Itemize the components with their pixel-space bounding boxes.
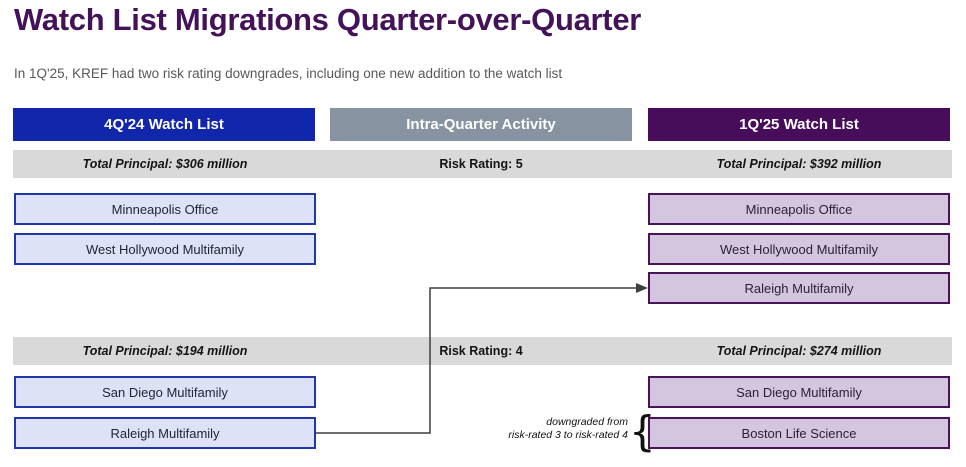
band-risk-rating-4: Total Principal: $194 million Risk Ratin… <box>13 337 952 365</box>
band-risk-rating-5: Total Principal: $306 million Risk Ratin… <box>13 150 952 178</box>
box-label: Minneapolis Office <box>111 201 219 217</box>
header-intra-quarter-activity: Intra-Quarter Activity <box>330 108 632 141</box>
box-label: San Diego Multifamily <box>736 384 862 400</box>
downgrade-annotation-line1: downgraded from <box>546 416 628 428</box>
box-1q25-west-hollywood-multifamily: West Hollywood Multifamily <box>648 233 950 265</box>
box-1q25-minneapolis-office: Minneapolis Office <box>648 193 950 225</box>
header-4q24-watch-list: 4Q'24 Watch List <box>13 108 315 141</box>
box-4q24-san-diego-multifamily: San Diego Multifamily <box>14 376 316 408</box>
box-label: West Hollywood Multifamily <box>86 241 244 257</box>
total-principal-1q25-rr5: Total Principal: $392 million <box>716 157 882 171</box>
box-label: West Hollywood Multifamily <box>720 241 878 257</box>
total-principal-1q25-rr4: Total Principal: $274 million <box>716 344 882 358</box>
risk-rating-5-label: Risk Rating: 5 <box>439 157 523 171</box>
box-label: Minneapolis Office <box>745 201 853 217</box>
box-4q24-minneapolis-office: Minneapolis Office <box>14 193 316 225</box>
box-1q25-boston-life-science: Boston Life Science <box>648 417 950 449</box>
box-1q25-san-diego-multifamily: San Diego Multifamily <box>648 376 950 408</box>
downgrade-annotation: downgraded from risk-rated 3 to risk-rat… <box>450 416 628 441</box>
total-principal-4q24-rr5: Total Principal: $306 million <box>82 157 248 171</box>
page-title: Watch List Migrations Quarter-over-Quart… <box>14 2 642 37</box>
box-label: Raleigh Multifamily <box>110 425 220 441</box>
box-label: Raleigh Multifamily <box>744 280 854 296</box>
box-1q25-raleigh-multifamily: Raleigh Multifamily <box>648 272 950 304</box>
header-1q25-watch-list: 1Q'25 Watch List <box>648 108 950 141</box>
page-subtitle: In 1Q'25, KREF had two risk rating downg… <box>14 66 563 81</box>
box-4q24-raleigh-multifamily: Raleigh Multifamily <box>14 417 316 449</box>
downgrade-annotation-line2: risk-rated 3 to risk-rated 4 <box>508 428 628 441</box>
curly-brace: { <box>629 407 656 456</box>
risk-rating-4-label: Risk Rating: 4 <box>439 344 523 358</box>
box-label: Boston Life Science <box>741 425 857 441</box>
box-label: San Diego Multifamily <box>102 384 228 400</box>
box-4q24-west-hollywood-multifamily: West Hollywood Multifamily <box>14 233 316 265</box>
total-principal-4q24-rr4: Total Principal: $194 million <box>82 344 248 358</box>
